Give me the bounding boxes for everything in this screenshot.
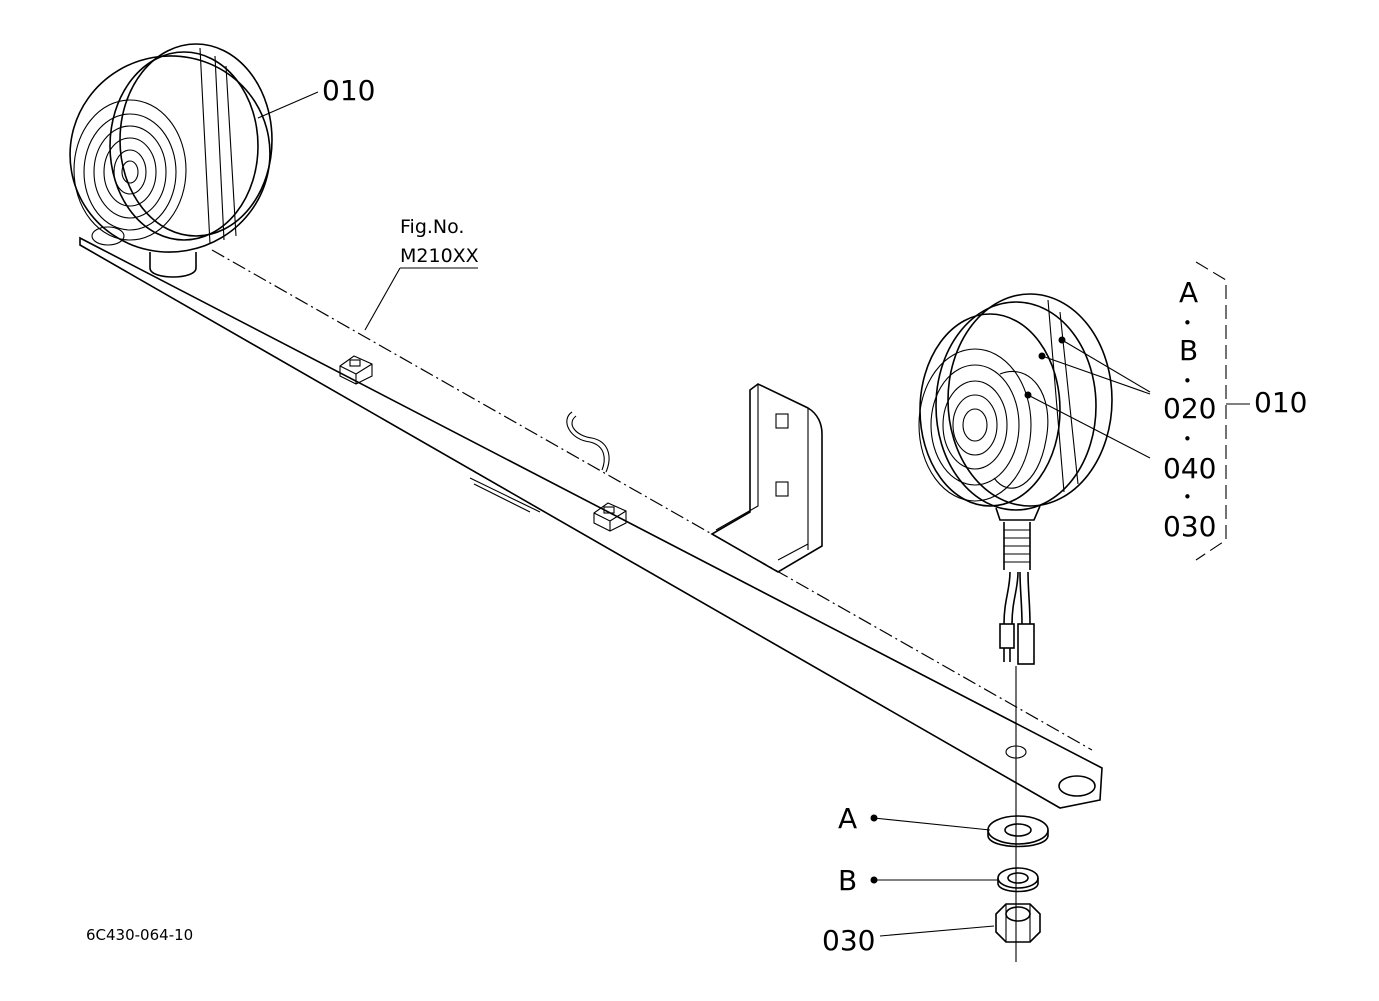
- kit-separator-2: •: [1183, 372, 1192, 390]
- kit-separator-1: •: [1183, 314, 1192, 332]
- center-axis-line: [211, 249, 1093, 751]
- callout-nut-030: 030: [822, 924, 875, 957]
- callout-010-left: 010: [322, 74, 375, 107]
- kit-separator-3: •: [1183, 430, 1192, 448]
- kit-item-b: B: [1179, 334, 1198, 367]
- leader-lines: [257, 91, 1151, 937]
- drawing-code: 6C430-064-10: [86, 926, 193, 944]
- washer-b: [997, 867, 1039, 893]
- kit-item-020: 020: [1163, 392, 1216, 425]
- washer-a: [987, 815, 1049, 848]
- nut-030: [995, 903, 1041, 943]
- kit-bracket: [1195, 261, 1250, 561]
- mounting-bar: [79, 226, 1103, 809]
- kit-item-030: 030: [1163, 510, 1216, 543]
- kit-total-010: 010: [1254, 386, 1307, 419]
- right-lamp: [918, 293, 1113, 962]
- kit-item-a: A: [1179, 276, 1198, 309]
- left-lamp: [69, 43, 273, 278]
- fig-no-label: Fig.No.: [400, 216, 464, 238]
- fig-no-code: M210XX: [400, 245, 479, 267]
- callout-washer-b: B: [838, 864, 857, 897]
- kit-item-040: 040: [1163, 452, 1216, 485]
- callout-washer-a: A: [838, 802, 857, 835]
- kit-separator-4: •: [1183, 488, 1192, 506]
- mounting-bracket: [710, 383, 823, 573]
